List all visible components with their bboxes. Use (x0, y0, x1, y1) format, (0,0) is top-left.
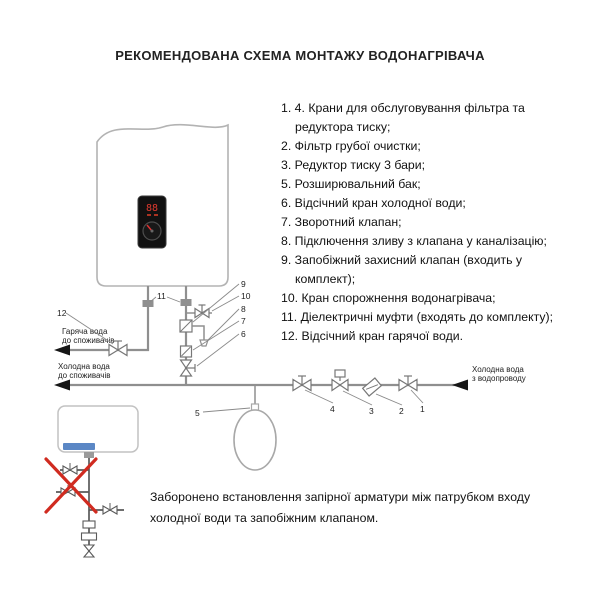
dial-center (150, 229, 154, 233)
expansion-tank (233, 385, 277, 471)
flow-arrows (54, 344, 468, 391)
inset-blue-band (63, 443, 95, 450)
inset-flange (82, 520, 96, 529)
inset-heater-bottom (57, 405, 139, 453)
callout-11: 11 (157, 291, 166, 301)
valve-6-cold-shutoff (179, 359, 196, 377)
water-heater: 88 (96, 123, 229, 287)
callout-5: 5 (195, 408, 200, 418)
callout-6: 6 (241, 329, 246, 339)
sewer-drain-8 (192, 325, 209, 347)
display-indicator (154, 214, 158, 216)
callout-4: 4 (330, 404, 335, 414)
check-valve-7 (179, 345, 193, 358)
coarse-filter-2 (361, 377, 383, 397)
hot-water-pipe (70, 286, 154, 357)
legend-item: 2. Фільтр грубої очистки; (281, 139, 421, 153)
legend-item: 9. Запобіжний захисний клапан (входить у… (281, 253, 523, 286)
display-indicator (147, 214, 151, 216)
legend-item: 8. Підключення зливу з клапана у каналіз… (281, 234, 547, 248)
inline-fittings (292, 369, 418, 397)
hot-water-label: до споживачів (62, 336, 114, 345)
callout-1: 1 (420, 404, 425, 414)
legend-item: 3. Редуктор тиску 3 бари; (281, 158, 426, 172)
callout-10: 10 (241, 291, 251, 301)
legend-item: 1. 4. Крани для обслуговування фільтра т… (281, 101, 525, 134)
page-title: РЕКОМЕНДОВАНА СХЕМА МОНТАЖУ ВОДОНАГРІВАЧ… (115, 48, 485, 63)
callout-9: 9 (241, 279, 246, 289)
legend-item: 6. Відсічний кран холодної води; (281, 196, 466, 210)
valve-12-hot-shutoff (108, 340, 128, 357)
warning-text: Заборонено встановлення запірної арматур… (150, 490, 531, 525)
cold-in-arrow (452, 379, 468, 391)
callout-7: 7 (241, 316, 246, 326)
legend-item: 7. Зворотний клапан; (281, 215, 402, 229)
safety-valve-9 (179, 319, 193, 333)
hot-water-label: Гаряча вода (62, 327, 108, 336)
legend-item: 11. Діелектричні муфти (входять до компл… (281, 310, 554, 324)
cold-out-label: Холодна вода (58, 362, 110, 371)
cold-water-assembly (179, 286, 212, 385)
dielectric-coupling-cold (180, 299, 192, 306)
callouts: 12 11 9 10 8 7 6 5 4 3 2 1 (57, 279, 425, 418)
legend-item: 5. Розширювальний бак; (281, 177, 421, 191)
legend-item: 12. Відсічний кран гарячої води. (281, 329, 464, 343)
callout-12: 12 (57, 308, 67, 318)
dielectric-coupling-hot (142, 300, 154, 307)
inset-flange (80, 532, 98, 541)
inset-valve (62, 463, 78, 475)
prohibited-x-mark (44, 457, 98, 514)
prohibited-inset (44, 405, 139, 558)
cold-in-label: з водопроводу (472, 374, 526, 383)
legend-item: 10. Кран спорожнення водонагрівача; (281, 291, 496, 305)
valve-4-service (292, 375, 312, 392)
cold-out-label: до споживачів (58, 371, 110, 380)
cold-out-arrow (54, 379, 70, 391)
callout-8: 8 (241, 304, 246, 314)
callout-2: 2 (399, 406, 404, 416)
inset-outlet-fitting (84, 452, 94, 458)
legend-list: 1. 4. Крани для обслуговування фільтра т… (281, 99, 557, 346)
inset-valve (102, 503, 118, 515)
inset-valve (82, 544, 96, 558)
pressure-reducer-3 (331, 369, 349, 392)
callout-3: 3 (369, 406, 374, 416)
hot-water-arrow (54, 344, 70, 356)
cold-in-label: Холодна вода (472, 365, 524, 374)
valve-10-drain (194, 304, 210, 319)
valve-1-service (398, 375, 418, 392)
temperature-display: 88 (146, 203, 158, 214)
pipe-labels: Гаряча вода до споживачів Холодна вода д… (58, 327, 526, 383)
